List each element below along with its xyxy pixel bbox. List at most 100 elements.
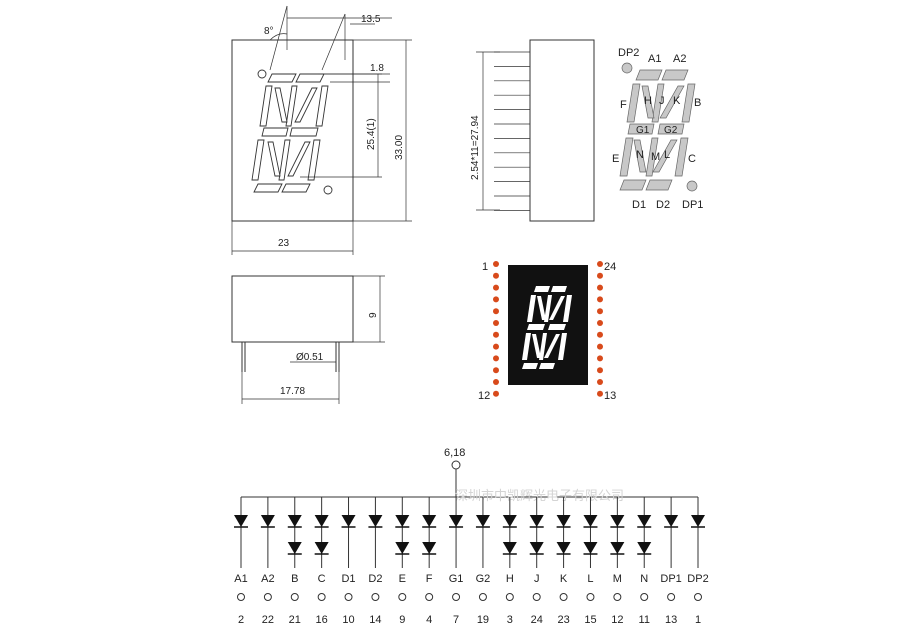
seg-label-n: N: [636, 149, 644, 161]
width-top-dim: 13.5: [361, 14, 381, 25]
pin-dot-left: [493, 343, 499, 350]
schematic-column: H3: [502, 497, 517, 626]
diode-symbol: [610, 542, 625, 554]
diode-symbol: [475, 515, 490, 527]
diode-symbol: [449, 515, 464, 527]
segment-name: D1: [341, 573, 355, 585]
segment-width-dim: 1.8: [370, 63, 384, 74]
pin-dot-left: [493, 367, 499, 374]
pin-dot-left: [493, 390, 499, 397]
pin-dot-left: [493, 379, 499, 385]
pin-number: 1: [695, 614, 701, 626]
seg-label-dp1: DP1: [682, 199, 703, 211]
diode-symbol: [583, 542, 598, 554]
diode-symbol: [287, 515, 302, 527]
pin-terminal: [344, 593, 353, 601]
segment-name: G2: [476, 573, 491, 585]
diode-symbol: [502, 515, 517, 527]
pin-view: 1 12 13 24: [478, 261, 616, 402]
segment-name: A2: [261, 573, 274, 585]
segment-map: DP2 A1 A2 F H J K B G1 G2 E N M L C D1 D…: [612, 47, 703, 211]
pin-dot-left: [493, 261, 499, 267]
pin-number: 19: [477, 614, 489, 626]
segment-name: F: [426, 573, 433, 585]
side-body: [529, 39, 595, 222]
seg-label-b: B: [694, 97, 701, 109]
width-dim: 23: [278, 238, 290, 249]
pin-dot-left: [493, 296, 499, 303]
pin-number: 16: [316, 614, 328, 626]
pin-dot-left: [493, 272, 499, 279]
schematic-column: C16: [314, 497, 329, 626]
seg-label-h: H: [644, 95, 652, 107]
pin-terminal: [640, 593, 649, 601]
diode-symbol: [234, 515, 248, 527]
seg-label-c: C: [688, 153, 696, 165]
pin-number: 10: [342, 614, 354, 626]
front-view: 8° 13.5 1.8 25.4(1) 33.00 23: [231, 5, 412, 255]
pin-dots: [493, 261, 603, 397]
diode-symbol: [314, 515, 329, 527]
pin-number: 3: [507, 614, 513, 626]
schematic-columns: A12A222B21C16D110D214E9F4G17G219H3J24K23…: [234, 497, 709, 626]
diode-symbol: [529, 515, 544, 527]
diode-symbol: [260, 515, 275, 527]
schematic-column: M12: [610, 497, 625, 626]
pin-terminal: [425, 593, 434, 601]
bottom-body: [231, 275, 354, 343]
segment-name: M: [613, 573, 622, 585]
seg-label-g2: G2: [664, 125, 678, 136]
pin-number: 21: [289, 614, 301, 626]
diode-symbol: [314, 542, 329, 554]
seg-label-j: J: [659, 95, 665, 107]
diode-symbol: [556, 542, 571, 554]
watermark: 深圳市中凯辉光电子有限公司: [455, 488, 624, 503]
diode-symbol: [422, 515, 437, 527]
common-pin-label: 6,18: [444, 447, 465, 459]
front-digit: [251, 69, 333, 195]
diode-symbol: [556, 515, 571, 527]
segment-name: B: [291, 573, 298, 585]
pin-terminal: [694, 593, 702, 601]
depth-dim: 9: [368, 312, 379, 318]
pin-dot-right: [597, 367, 603, 374]
pin-dot-right: [597, 320, 603, 326]
pin-dot-right: [597, 284, 603, 291]
height-dim: 33.00: [394, 135, 405, 160]
pin-diameter-dim: Ø0.51: [296, 352, 324, 363]
segment-name: G1: [449, 573, 464, 585]
pin-number: 7: [453, 614, 459, 626]
pin-dot-right: [597, 261, 603, 267]
pin-number: 4: [426, 614, 432, 626]
pin-dot-right: [597, 272, 603, 279]
side-view: 2.54*11=27.94: [470, 39, 595, 222]
common-pin-terminal: [451, 460, 461, 470]
schematic-column: F4: [422, 497, 437, 626]
diode-symbol: [583, 515, 598, 527]
segment-name: N: [640, 573, 648, 585]
pin-number: 23: [557, 614, 569, 626]
pin-dot-right: [597, 296, 603, 303]
seg-label-l: L: [664, 149, 670, 161]
pin-number: 13: [665, 614, 677, 626]
pin-dot-left: [493, 331, 499, 338]
seg-label-g1: G1: [636, 125, 650, 136]
diode-symbol: [395, 515, 410, 527]
schematic-column: B 21: [287, 497, 302, 626]
pin-number: 9: [399, 614, 405, 626]
seg-label-m: M: [651, 151, 660, 163]
pin-dot-right: [597, 390, 603, 397]
diode-symbol: [691, 515, 705, 527]
pin-label-24: 24: [604, 261, 616, 273]
diode-symbol: [637, 515, 652, 527]
diode-symbol: [610, 515, 625, 527]
pin-terminal: [371, 593, 380, 601]
pin-terminal: [452, 593, 461, 601]
pin-dot-right: [597, 331, 603, 338]
pin-dot-left: [493, 320, 499, 326]
schematic-column: N11: [637, 497, 652, 626]
seg-label-a1: A1: [648, 53, 661, 65]
